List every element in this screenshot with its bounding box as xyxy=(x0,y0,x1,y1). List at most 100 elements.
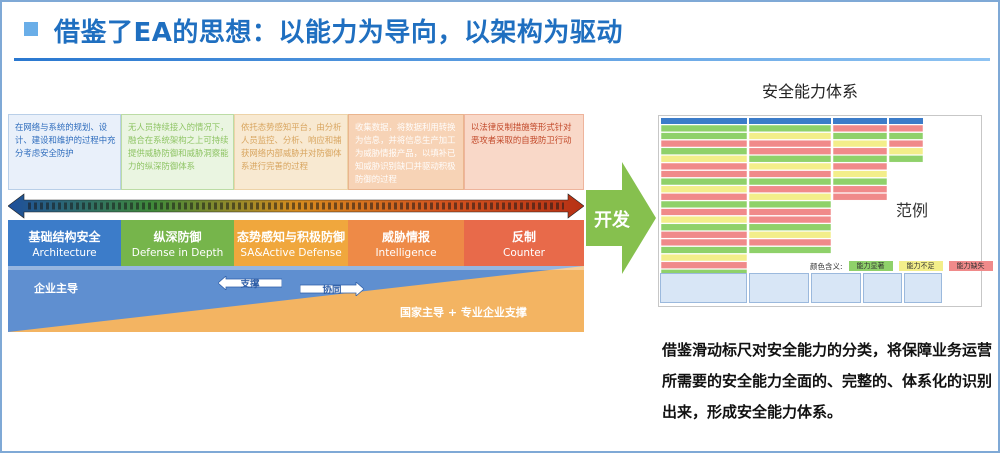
grid-cell xyxy=(748,170,832,178)
category-architecture: 基础结构安全 Architecture xyxy=(8,220,121,266)
grid-cell xyxy=(748,185,832,193)
counter-description: 以法律反制措施等形式针对恶攻者采取的自我防卫行动 xyxy=(464,114,584,190)
example-label: 范例 xyxy=(896,201,929,220)
grid-cell xyxy=(832,193,888,201)
architecture-description: 在网络与系统的规划、设计、建设和维护的过程中充分考虑安全防护 xyxy=(8,114,121,190)
title-accent xyxy=(24,22,38,36)
category-depth-zh: 纵深防御 xyxy=(153,229,202,244)
legend-strong: 能力显著 xyxy=(848,261,893,271)
feedback-label: 协同 xyxy=(322,285,342,296)
sa-description: 依托态势感知平台，由分析人员监控、分析、响应和捕获网络内部威胁并对防御体系进行完… xyxy=(234,114,348,190)
category-counter-en: Counter xyxy=(503,246,545,259)
grid-cell xyxy=(748,147,832,155)
grid-cell xyxy=(832,155,888,163)
sliding-scale-diagram: 在网络与系统的规划、设计、建设和维护的过程中充分考虑安全防护 无人员持续接入的情… xyxy=(8,114,584,334)
slide-title: 借鉴了EA的思想：以能力为导向，以架构为驱动 xyxy=(54,18,623,48)
grid-cell xyxy=(660,124,748,133)
grid-cell xyxy=(748,132,832,140)
grid-cell xyxy=(748,223,832,231)
grid-cell xyxy=(748,124,832,133)
grid-cell xyxy=(748,177,832,186)
grid-cell xyxy=(748,231,832,239)
grid-cell xyxy=(660,162,748,171)
depth-description: 无人员持续接入的情况下，融合在系统架构之上可持续提供威胁防御和威胁洞察能力的纵深… xyxy=(121,114,234,190)
category-sa-en: SA&Active Defense xyxy=(240,246,342,259)
grid-cell xyxy=(832,132,888,140)
grid-header-cell xyxy=(749,118,831,124)
grid-cell xyxy=(832,147,888,155)
summary-text: 借鉴滑动标尺对安全能力的分类，将保障业务运营所需要的安全能力全面的、完整的、体系… xyxy=(662,341,993,421)
grid-cell xyxy=(748,246,832,254)
develop-arrow xyxy=(586,162,656,274)
grid-cell xyxy=(660,253,748,262)
grid-cell xyxy=(748,208,832,216)
legend-missing-label: 能力缺失 xyxy=(956,262,985,270)
grid-header-cell xyxy=(889,118,923,124)
color-legend: 颜色含义: 能力显著 能力不足 能力缺失 xyxy=(810,260,993,272)
grid-cell xyxy=(748,200,832,209)
category-intel-zh: 威胁情报 xyxy=(381,229,430,244)
title-underline xyxy=(14,58,990,61)
legend-missing: 能力缺失 xyxy=(948,261,993,271)
grid-cell xyxy=(748,193,832,201)
legend-insufficient: 能力不足 xyxy=(898,261,943,271)
legend-title: 颜色含义: xyxy=(810,261,843,271)
category-architecture-zh: 基础结构安全 xyxy=(28,229,101,244)
footer-cell-3 xyxy=(810,273,861,303)
grid-cell xyxy=(660,200,748,209)
grid-cell xyxy=(832,139,888,148)
grid-cell xyxy=(748,215,832,224)
grid-cell xyxy=(888,124,924,133)
category-situational-awareness: 态势感知与积极防御 SA&Active Defense xyxy=(234,220,348,266)
category-counter: 反制 Counter xyxy=(464,220,584,266)
grid-cell xyxy=(660,223,748,231)
category-architecture-en: Architecture xyxy=(32,246,97,259)
double-headed-arrow xyxy=(8,193,584,219)
grid-cell xyxy=(660,177,748,186)
intelligence-description: 收集数据，将数据利用转换为信息，并将信息生产加工为威胁情报产品，以填补已知威胁识… xyxy=(348,114,464,190)
grid-cell xyxy=(660,132,748,140)
category-intel-en: Intelligence xyxy=(375,246,437,259)
grid-cell xyxy=(832,170,888,178)
category-defense-in-depth: 纵深防御 Defense in Depth xyxy=(121,220,234,266)
category-depth-en: Defense in Depth xyxy=(131,246,224,259)
description-strip: 在网络与系统的规划、设计、建设和维护的过程中充分考虑安全防护 无人员持续接入的情… xyxy=(8,114,584,190)
grid-cell xyxy=(660,208,748,216)
category-strip: 基础结构安全 Architecture 纵深防御 Defense in Dept… xyxy=(8,220,584,266)
footer-cell-2 xyxy=(749,273,809,303)
footer-cell-1 xyxy=(660,273,748,303)
national-label: 国家主导 + 专业企业支撑 xyxy=(400,306,527,319)
sa-description-text: 依托态势感知平台，由分析人员监控、分析、响应和捕获网络内部威胁并对防御体系进行完… xyxy=(241,122,342,171)
grid-cell xyxy=(660,215,748,224)
grid-cell xyxy=(660,193,748,201)
grid-cell xyxy=(660,147,748,155)
grid-cell xyxy=(888,155,924,163)
feedback-arrow xyxy=(300,282,364,296)
grid-cell xyxy=(660,238,748,247)
grid-cell xyxy=(660,139,748,148)
grid-cell xyxy=(748,139,832,148)
grid-header-cell xyxy=(833,118,887,124)
enterprise-label: 企业主导 xyxy=(34,282,78,295)
grid-cell xyxy=(748,162,832,171)
grid-header-cell xyxy=(661,118,747,124)
intelligence-description-text: 收集数据，将数据利用转换为信息，并将信息生产加工为威胁情报产品，以填补已知威胁识… xyxy=(355,122,456,184)
counter-description-text: 以法律反制措施等形式针对恶攻者采取的自我防卫行动 xyxy=(471,122,572,145)
footer-cell-4 xyxy=(862,273,903,303)
grid-cell xyxy=(660,261,748,269)
grid-cell xyxy=(888,147,924,155)
grid-cell xyxy=(660,155,748,163)
legend-strong-label: 能力显著 xyxy=(856,262,885,270)
grid-cell xyxy=(748,238,832,247)
capability-system-title: 安全能力体系 xyxy=(762,82,859,101)
depth-description-text: 无人员持续接入的情况下，融合在系统架构之上可持续提供威胁防御和威胁洞察能力的纵深… xyxy=(128,122,229,171)
category-intelligence: 威胁情报 Intelligence xyxy=(348,220,464,266)
grid-cell xyxy=(748,155,832,163)
leadership-area: 企业主导 支撑 协同 国家主导 + 专业企业支撑 xyxy=(8,266,584,332)
grid-cell xyxy=(660,185,748,193)
grid-cell xyxy=(660,231,748,239)
category-counter-zh: 反制 xyxy=(511,229,536,244)
grid-cell xyxy=(832,162,888,171)
architecture-description-text: 在网络与系统的规划、设计、建设和维护的过程中充分考虑安全防护 xyxy=(15,122,116,158)
